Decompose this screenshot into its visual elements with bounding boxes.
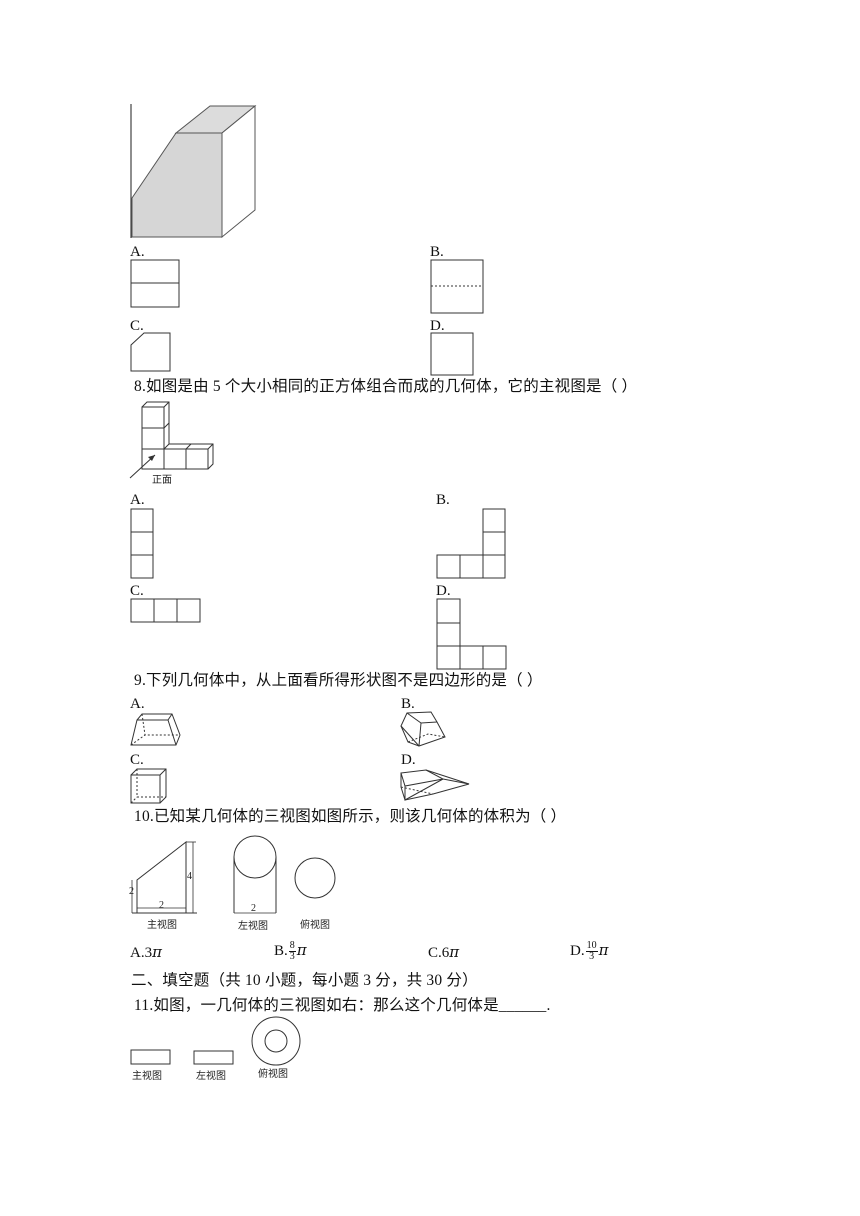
q8-option-c-figure <box>130 598 201 623</box>
q10-top-view <box>294 857 336 899</box>
q9-option-d-label: D. <box>401 752 416 768</box>
q7-option-c-figure <box>130 332 171 372</box>
q8-option-a-figure <box>130 508 154 579</box>
pi-symbol: π <box>598 941 609 959</box>
q10-dim-side-width: 2 <box>251 903 256 914</box>
q10-front-caption: 主视图 <box>147 920 177 931</box>
q8-option-d-figure <box>436 598 507 670</box>
pi-symbol: π <box>152 943 162 961</box>
q9-option-d-figure <box>400 769 470 801</box>
q10-option-b-prefix: B. <box>274 943 288 959</box>
q10-option-c-text: C.6 <box>428 945 450 961</box>
q8-option-a-label: A. <box>130 492 145 508</box>
q10-option-d-prefix: D. <box>570 943 585 959</box>
q9-question-text: 9.下列几何体中，从上面看所得形状图不是四边形的是（ ） <box>134 672 543 689</box>
q8-option-c-label: C. <box>130 583 144 599</box>
q10-left-caption: 左视图 <box>238 921 268 932</box>
q11-left-caption: 左视图 <box>196 1071 226 1082</box>
q10-question-text: 10.已知某几何体的三视图如图所示，则该几何体的体积为（ ） <box>134 808 567 825</box>
pi-symbol: π <box>296 941 307 959</box>
q10-option-c: C.6π <box>428 943 459 962</box>
q7-option-a-figure <box>130 259 180 308</box>
q9-option-a-label: A. <box>130 696 145 712</box>
q7-option-d-figure <box>430 332 474 376</box>
q8-option-b-label: B. <box>436 492 450 508</box>
fraction-denominator: 3 <box>289 951 295 963</box>
fraction-numerator: 8 <box>288 940 296 953</box>
q8-option-b-figure <box>436 508 506 579</box>
q10-front-view <box>131 840 197 914</box>
q10-dim-front-width: 2 <box>159 900 164 911</box>
q9-option-b-label: B. <box>401 696 415 712</box>
q8-option-d-label: D. <box>436 583 451 599</box>
q7-option-c-label: C. <box>130 318 144 334</box>
q7-option-b-figure <box>430 259 484 314</box>
section-heading: 二、填空题（共 10 小题，每小题 3 分，共 30 分） <box>131 972 478 989</box>
q10-dim-right-height: 4 <box>187 871 192 882</box>
q10-top-caption: 俯视图 <box>300 920 330 931</box>
q10-dim-left-height: 2 <box>129 886 134 897</box>
q7-option-a-label: A. <box>130 244 145 260</box>
q11-front-caption: 主视图 <box>132 1071 162 1082</box>
q9-option-b-figure <box>400 711 446 747</box>
q11-question-text: 11.如图，一几何体的三视图如右：那么这个几何体是______. <box>134 997 551 1014</box>
q10-option-a: A.3π <box>130 943 162 962</box>
q7-option-d-label: D. <box>430 318 445 334</box>
fraction-numerator: 10 <box>585 940 598 953</box>
q10-left-view <box>233 835 277 914</box>
q11-top-caption: 俯视图 <box>258 1069 288 1080</box>
q8-figure-caption: 正面 <box>152 475 172 486</box>
q11-three-views <box>130 1016 301 1066</box>
q9-option-a-figure <box>130 713 181 746</box>
q9-option-c-figure <box>130 768 167 804</box>
q8-cubes-figure <box>129 401 214 479</box>
q8-question-text: 8.如图是由 5 个大小相同的正方体组合而成的几何体，它的主视图是（ ） <box>134 378 638 395</box>
q7-solid-figure <box>130 104 257 239</box>
q10-option-a-text: A.3 <box>130 945 153 961</box>
fraction-denominator: 3 <box>589 951 595 963</box>
q7-option-b-label: B. <box>430 244 444 260</box>
pi-symbol: π <box>449 943 460 961</box>
q9-option-c-label: C. <box>130 752 144 768</box>
